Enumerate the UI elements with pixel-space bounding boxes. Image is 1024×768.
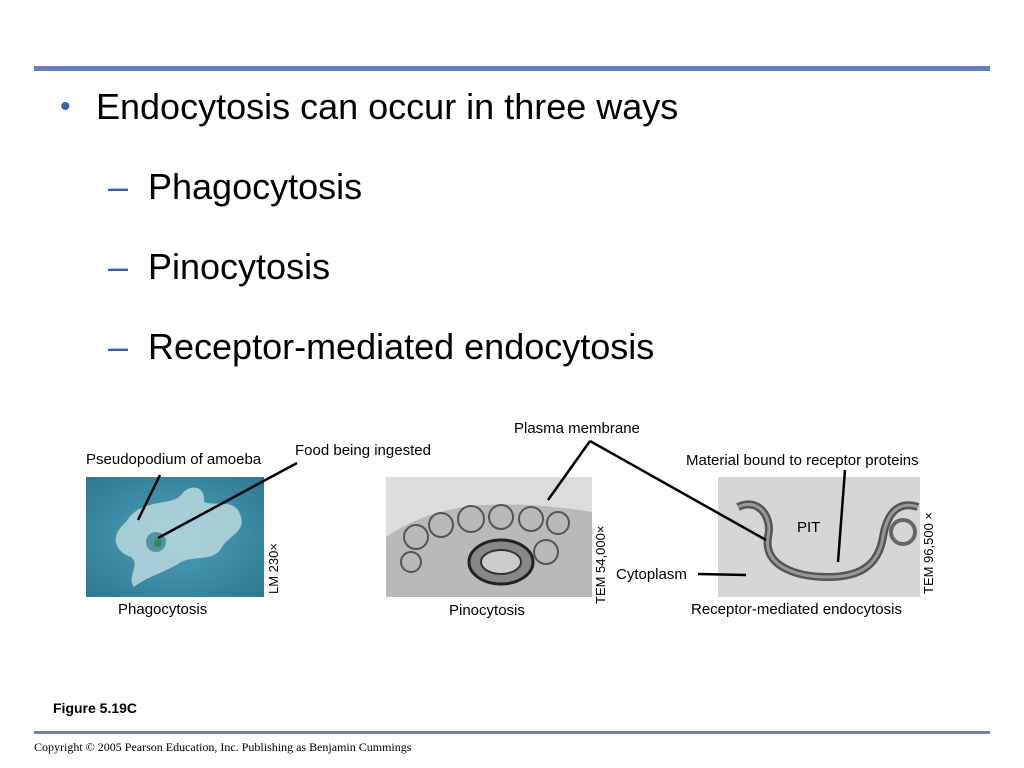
scale-tem2: TEM 96,500 × xyxy=(921,511,936,594)
sub-item-receptor: – Receptor-mediated endocytosis xyxy=(108,326,654,368)
bullet-dot-icon: • xyxy=(60,90,71,123)
label-cytoplasm: Cytoplasm xyxy=(616,566,687,583)
sub-item-phagocytosis: – Phagocytosis xyxy=(108,166,362,208)
caption-pinocytosis: Pinocytosis xyxy=(449,602,525,619)
main-bullet: • Endocytosis can occur in three ways xyxy=(60,86,678,128)
receptor-micrograph xyxy=(718,477,920,597)
sub-item-pinocytosis: – Pinocytosis xyxy=(108,246,330,288)
dash-icon: – xyxy=(108,326,129,367)
dash-icon: – xyxy=(108,166,129,207)
dash-icon: – xyxy=(108,246,129,287)
scale-lm: LM 230× xyxy=(266,543,281,594)
copyright: Copyright © 2005 Pearson Education, Inc.… xyxy=(34,740,412,754)
caption-receptor: Receptor-mediated endocytosis xyxy=(691,601,902,618)
top-rule xyxy=(34,66,990,71)
sub-item-text: Receptor-mediated endocytosis xyxy=(148,326,655,367)
label-pit: PIT xyxy=(797,519,821,536)
bottom-rule xyxy=(34,731,990,734)
pointer-food xyxy=(157,461,298,540)
pinocytosis-micrograph xyxy=(386,477,592,597)
sub-item-text: Phagocytosis xyxy=(148,166,363,207)
scale-tem1: TEM 54,000× xyxy=(593,525,608,604)
pointer-membrane-pino xyxy=(546,440,592,501)
label-food: Food being ingested xyxy=(295,442,431,459)
pointer-material-bound xyxy=(836,469,847,563)
caption-phagocytosis: Phagocytosis xyxy=(118,601,208,618)
main-bullet-text: Endocytosis can occur in three ways xyxy=(96,86,679,127)
pointer-cytoplasm xyxy=(697,572,747,577)
label-plasma-membrane: Plasma membrane xyxy=(514,420,640,437)
figure-number: Figure 5.19C xyxy=(53,700,138,716)
label-material-bound: Material bound to receptor proteins xyxy=(686,452,919,469)
pointer-pseudopodium xyxy=(136,474,162,521)
sub-item-text: Pinocytosis xyxy=(148,246,331,287)
pointer-membrane-receptor xyxy=(589,439,767,542)
label-pseudopodium: Pseudopodium of amoeba xyxy=(86,451,262,468)
